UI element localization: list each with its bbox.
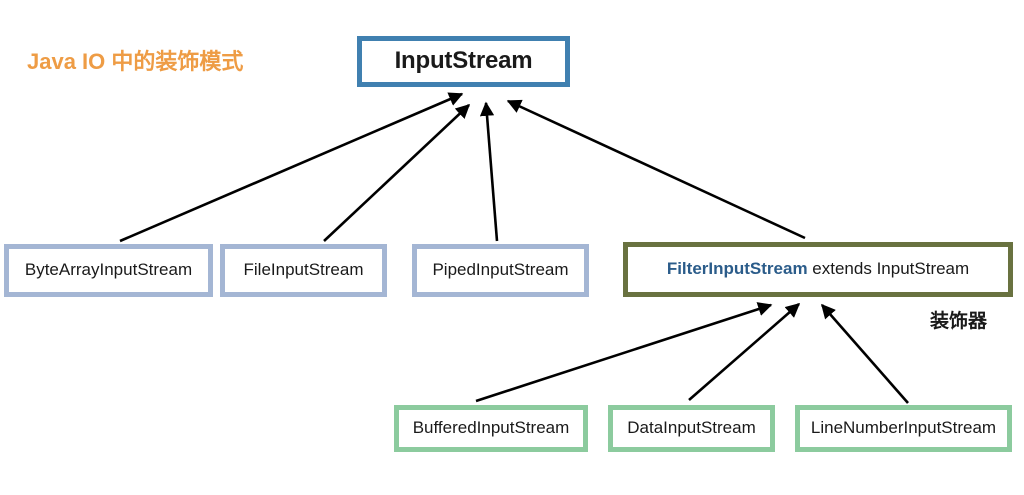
edge-file-to-inputstream (323, 104, 471, 242)
node-linenumberinputstream-label: LineNumberInputStream (810, 418, 997, 438)
node-filterinputstream-label-rest: extends InputStream (807, 259, 970, 279)
node-fileinputstream[interactable]: FileInputStream (220, 244, 387, 297)
node-filterinputstream-label: FilterInputStream extends InputStream (666, 259, 970, 279)
node-filterinputstream[interactable]: FilterInputStream extends InputStream (623, 242, 1013, 297)
node-fileinputstream-label: FileInputStream (243, 260, 364, 280)
node-bufferedinputstream-label: BufferedInputStream (412, 418, 570, 438)
edge-data-to-filter (688, 303, 801, 401)
decorator-caption: 装饰器 (930, 311, 988, 332)
node-filterinputstream-label-bold: FilterInputStream (666, 259, 808, 279)
node-bufferedinputstream[interactable]: BufferedInputStream (394, 405, 588, 452)
edge-bytearray-to-inputstream (119, 92, 464, 243)
node-bytearrayinputstream[interactable]: ByteArrayInputStream (4, 244, 213, 297)
edge-piped-to-inputstream (479, 101, 499, 242)
node-inputstream[interactable]: InputStream (357, 36, 570, 87)
node-pipedinputstream[interactable]: PipedInputStream (412, 244, 589, 297)
edge-filter-to-inputstream (506, 99, 806, 240)
node-linenumberinputstream[interactable]: LineNumberInputStream (795, 405, 1012, 452)
edge-linenumber-to-filter (821, 303, 909, 404)
node-pipedinputstream-label: PipedInputStream (432, 260, 569, 280)
edge-buffered-to-filter (475, 302, 773, 403)
page-title: Java IO 中的装饰模式 (27, 49, 244, 74)
node-inputstream-label: InputStream (394, 47, 533, 75)
node-datainputstream-label: DataInputStream (627, 418, 756, 438)
node-datainputstream[interactable]: DataInputStream (608, 405, 775, 452)
node-bytearrayinputstream-label: ByteArrayInputStream (24, 260, 193, 280)
